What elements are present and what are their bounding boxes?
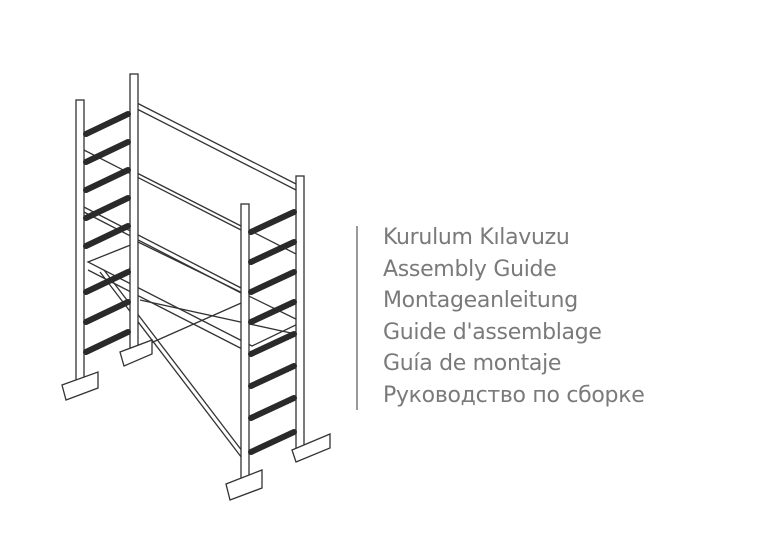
divider xyxy=(356,226,358,410)
title-french: Guide d'assemblage xyxy=(383,319,602,345)
title-russian: Руководство по сборке xyxy=(383,382,645,408)
guide-title-list: Kurulum Kılavuzu Assembly Guide Montagea… xyxy=(383,222,645,411)
title-spanish: Guía de montaje xyxy=(383,351,562,376)
title-english: Assembly Guide xyxy=(383,256,557,282)
scaffold-illustration xyxy=(61,73,331,501)
title-german: Montageanleitung xyxy=(383,288,578,313)
title-turkish: Kurulum Kılavuzu xyxy=(383,225,570,250)
